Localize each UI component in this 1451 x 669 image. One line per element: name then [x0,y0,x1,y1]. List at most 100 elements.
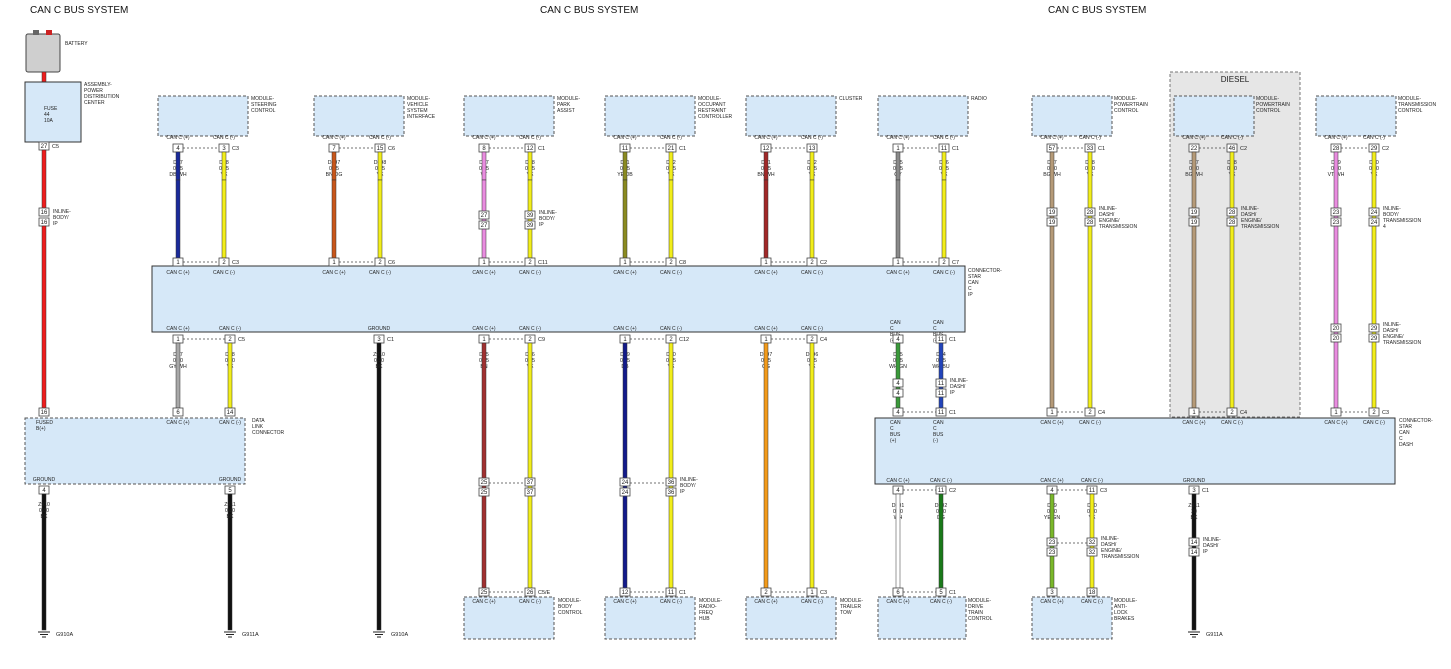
module-3-name: OCCUPANT [698,102,726,108]
module-0-pin2-number: 3 [222,146,226,152]
module-1-wire2-stub [377,151,383,181]
wire-d58 [227,342,233,409]
can-minus-label: CAN C (-) [219,420,241,426]
bottom-0-name: BODY [558,604,573,610]
dlc-pin6-number: 6 [176,410,180,416]
bottom-2-name: TRAILER [840,604,862,610]
bottom-1-name: MODULE- [699,598,722,604]
dlc-star-connector: C5 [238,337,245,343]
module-5-wire2 [941,179,947,259]
right-0-inline-p2-number: 28 [1087,210,1094,216]
bottom-1-inline-name: BODY/ [680,483,696,489]
module-2-inline-p1-number: 27 [481,213,488,219]
star-ip-pin-number: 1 [764,260,768,266]
right-0-inline-name: TRANSMISSION [1099,224,1137,230]
dash-star-pin-number: 2 [1088,410,1092,416]
dlc-pin14 [224,407,236,417]
module-3-wire1-stub [622,151,628,181]
dlc-ground-label: GROUND [33,477,56,483]
bus-minus-label: CAN [933,420,944,426]
bottom-1-pin2-number: 11 [668,590,675,596]
module-2-inline-name: BODY/ [539,216,555,222]
module-0-wire1-stub [175,151,181,181]
right-1-inline-name: ENGINE/ [1241,218,1262,224]
bottom-0-inline-p2b-number: 37 [527,490,534,496]
can-minus-label: CAN C (-) [213,135,235,141]
drivetrain-name: DRIVE [968,604,984,610]
can-minus-label: CAN C (-) [1079,135,1101,141]
module-3-wire2 [668,179,674,259]
ground-g911a-1-label: G911A [242,632,259,638]
right-2-inline-p1 [1330,207,1342,217]
wire-d64 [938,342,944,409]
dlc-label: DATA [252,418,265,424]
can-minus-label: CAN C (-) [801,135,823,141]
dlc-star-pin2-number: 2 [228,337,232,343]
wire-z910 [41,493,47,631]
bottom-module-0 [463,596,555,640]
right-2-inline-p2b-number: 24 [1371,220,1378,226]
bottom-0-inline-p1b-number: 25 [481,490,488,496]
star-ip-pin-number: 2 [528,337,532,343]
module-3-name: CONTROLLER [698,114,733,120]
can-plus-label: CAN C (+) [1324,135,1348,141]
module-3-wire1 [622,179,628,259]
right-1-inline-p1b [1188,217,1200,227]
pdc-label: ASSEMBLY- [84,82,112,88]
right-0-inline-name: INLINE- [1099,206,1117,212]
header-right: CAN C BUS SYSTEM [1048,5,1147,16]
dash-ground-inline-pin-number: 14 [1191,540,1198,546]
right-module-2-name: MODULE- [1398,96,1421,102]
star-ip-label: STAR [968,274,981,280]
module-3-name: MODULE- [698,96,721,102]
star-ip-connector: C7 [952,260,959,266]
module-2-wire1-stub [481,151,487,181]
star-ip-pin-number: 1 [623,337,627,343]
bottom-2-pin1-number: 2 [764,590,768,596]
abs-pin1-number: 3 [1050,590,1054,596]
radio-inline-name: IP [950,390,955,396]
module-3-wire2-stub [668,151,674,181]
module-3-name: RESTRAINT [698,108,726,114]
pdc-label: POWER [84,88,103,94]
bottom-1-name: FREQ [699,610,713,616]
abs-inline-p1b-number: 23 [1049,550,1056,556]
right-2-pin1-number: 28 [1333,146,1340,152]
module-0 [157,95,249,137]
bottom-0-name: CONTROL [558,610,583,616]
star-ip-pin-number: 2 [942,260,946,266]
bottom-1-name: HUB [699,616,710,622]
right-0-inline-p1-number: 19 [1049,210,1056,216]
right-2-inline-p2b [1368,217,1380,227]
bottom-1-inline-p1b [619,487,631,497]
star-ip-connector: C8 [679,260,686,266]
dlc-ground-label: GROUND [219,477,242,483]
can-plus-label: CAN C (+) [886,599,910,605]
dash-ground-inline-name: DASH/ [1203,543,1219,549]
bottom-1-inline-p1b-number: 24 [622,490,629,496]
dlc-pin6 [172,407,184,417]
bottom-1-inline-name: IP [680,489,685,495]
can-minus-label: CAN C (-) [369,135,391,141]
bottom-0-wire2 [527,342,533,589]
inline-pin-a-number: 16 [41,210,48,216]
right-1-pin1-number: 22 [1191,146,1198,152]
module-2-name: ASSIST [557,108,575,114]
abs-pin1 [1046,587,1058,597]
module-2-inline-p2-number: 39 [527,213,534,219]
bottom-0-pin2 [524,587,536,597]
module-5-wire2-stub [941,151,947,181]
can-plus-label: CAN C (+) [322,135,346,141]
can-minus-label: CAN C (-) [930,478,952,484]
module-4-name: CLUSTER [839,96,863,102]
bottom-1-inline-p1-number: 24 [622,480,629,486]
right-module-2-name: TRANSMISSION [1398,102,1436,108]
module-4-wire2 [809,179,815,259]
right-0-inline-p2 [1084,207,1096,217]
abs-inline-p2b-number: 32 [1089,550,1096,556]
star-ip-label: CONNECTOR- [968,268,1002,274]
star-ip-connector: C2 [820,260,827,266]
bottom-1-connector: C1 [679,590,686,596]
bottom-2-name: TOW [840,610,852,616]
can-minus-label: CAN C (-) [219,326,241,332]
